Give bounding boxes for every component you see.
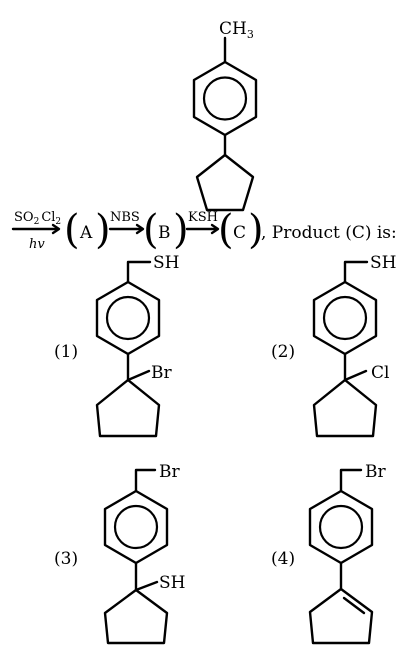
option-4-double-bond — [342, 596, 366, 615]
option-3-top-group: Br — [159, 462, 180, 482]
option-3-ch2-bond — [134, 468, 157, 493]
option-2-cyclopentane-ring — [312, 378, 378, 438]
intermediate-b: B — [158, 223, 171, 243]
paren-b-close: ) — [173, 207, 189, 253]
option-3-cyclopentane-ring — [103, 588, 169, 645]
option-1[interactable]: (1) SH Br — [54, 253, 179, 438]
option-2-ring-group: Cl — [371, 363, 389, 383]
arrow-3-head — [210, 223, 220, 235]
aromatic-circle — [202, 76, 248, 121]
option-4-ch2-bond — [339, 468, 363, 493]
product-c: C — [233, 223, 246, 243]
option-2-ch2-bond — [343, 260, 369, 284]
option-2-number: (2) — [271, 342, 295, 362]
question-text: , Product (C) is: — [261, 223, 397, 243]
option-1-ch2-bond — [126, 260, 152, 284]
paren-b-open: ( — [143, 207, 159, 253]
option-3-ring-group: SH — [159, 573, 185, 593]
paren-c-close: ) — [248, 207, 264, 253]
option-1-top-group: SH — [153, 253, 179, 273]
option-2[interactable]: (2) SH Cl — [271, 253, 396, 438]
option-4-top-group: Br — [365, 462, 386, 482]
paren-a-close: ) — [95, 207, 111, 253]
step2-reagent: NBS — [110, 210, 140, 225]
option-4-cyclopentene-ring — [308, 587, 374, 645]
step3-reagent: KSH — [188, 210, 218, 225]
option-2-substituent-bond — [343, 369, 368, 382]
option-1-cyclopentane-ring — [95, 378, 161, 438]
option-2-aromatic-circle — [322, 295, 368, 341]
arrow-1-head — [51, 223, 61, 235]
option-4-number: (4) — [271, 549, 295, 569]
option-4-aromatic-circle — [318, 504, 364, 550]
option-1-ring-group: Br — [151, 363, 172, 383]
intermediate-a: A — [79, 223, 93, 243]
option-4[interactable]: (4) Br — [271, 462, 386, 645]
paren-c-open: ( — [218, 207, 234, 253]
option-1-aromatic-circle — [105, 295, 151, 341]
option-2-top-group: SH — [370, 253, 396, 273]
option-1-substituent-bond — [126, 369, 151, 382]
option-3-number: (3) — [54, 549, 78, 569]
option-1-number: (1) — [54, 342, 78, 362]
arrow-2-head — [135, 223, 145, 235]
reactant-structure: CH3 — [192, 19, 258, 212]
cyclopentane-ring — [195, 153, 255, 212]
option-3-aromatic-circle — [113, 504, 159, 550]
option-3-substituent-bond — [134, 580, 159, 592]
option-3[interactable]: (3) Br SH — [54, 462, 185, 645]
step1-condition: hv — [29, 237, 45, 252]
paren-a-open: ( — [64, 207, 80, 253]
methyl-label: CH3 — [219, 19, 254, 41]
